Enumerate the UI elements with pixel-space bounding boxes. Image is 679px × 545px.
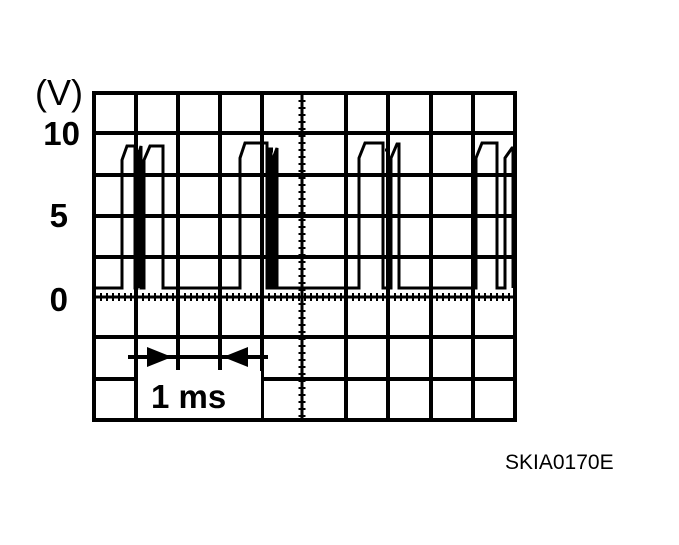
figure-code: SKIA0170E xyxy=(505,451,614,474)
time-scale-label: 1 ms xyxy=(151,378,227,415)
y-tick-5: 5 xyxy=(49,197,68,234)
arrow-right-icon xyxy=(147,347,172,367)
waveform-trace xyxy=(96,141,515,290)
y-tick-10: 10 xyxy=(43,115,80,152)
center-axes xyxy=(94,93,515,420)
y-tick-0: 0 xyxy=(49,281,68,318)
y-axis-unit-label: (V) xyxy=(35,72,83,113)
arrow-left-icon xyxy=(223,347,248,367)
time-scale-marker xyxy=(128,347,268,418)
